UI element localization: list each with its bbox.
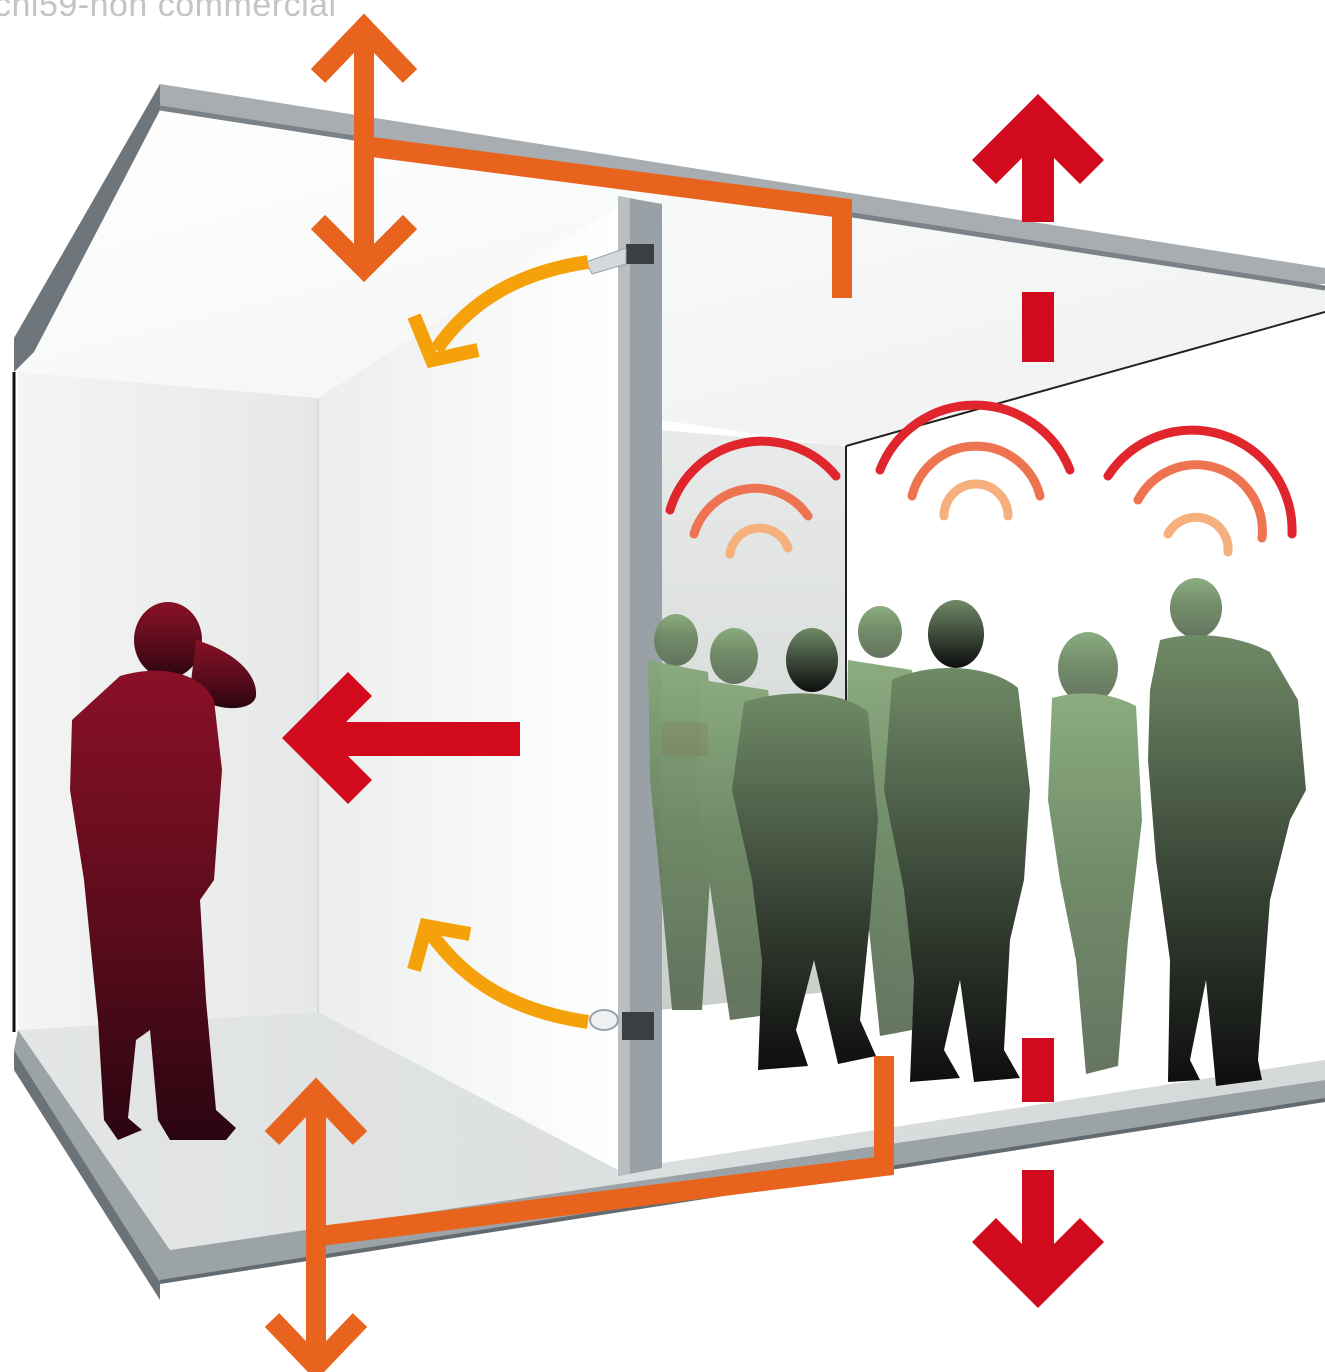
lower-socket (622, 1012, 654, 1040)
upper-socket (626, 244, 654, 264)
